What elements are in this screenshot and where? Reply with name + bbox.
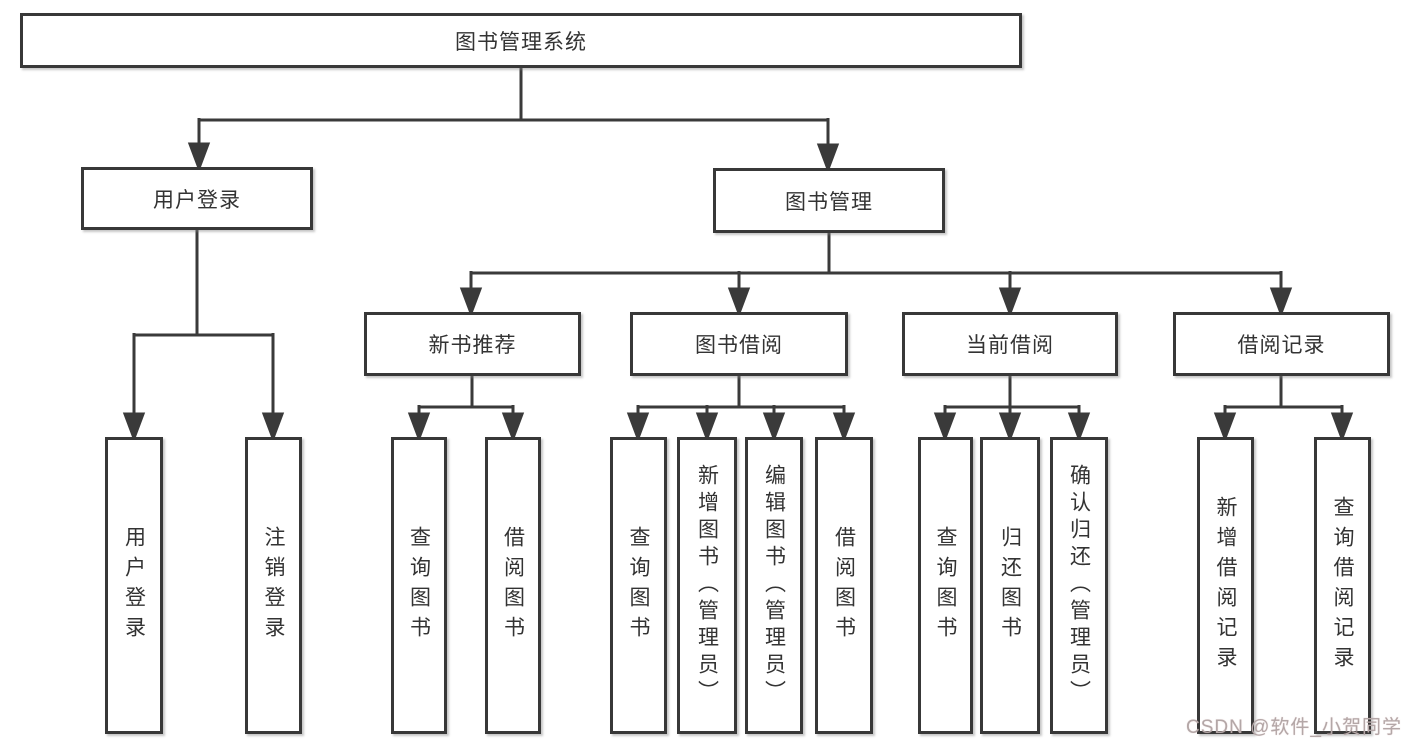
leaf-add-borrow-record: 新增借阅记录: [1197, 437, 1254, 734]
leaf-logout: 注销登录: [245, 437, 302, 734]
arrow-icon: [998, 412, 1022, 443]
watermark: CSDN @软件_小贺同学: [1186, 717, 1402, 738]
node-root-label: 图书管理系统: [455, 30, 587, 54]
leaf-query-book-borrow: 查询图书: [610, 437, 667, 734]
connector-new-book: [407, 376, 525, 443]
arrow-icon: [261, 412, 285, 443]
arrow-icon: [933, 412, 957, 443]
leaf-add-book-admin: 新增图书（管理员）: [677, 437, 737, 734]
node-book-mgmt: 图书管理: [713, 168, 945, 233]
connector-book-borrow: [626, 376, 856, 443]
arrow-icon: [1067, 412, 1091, 443]
node-current-borrow: 当前借阅: [902, 312, 1118, 376]
arrow-icon: [832, 412, 856, 443]
leaf-query-borrow-record: 查询借阅记录: [1314, 437, 1371, 734]
node-book-borrow: 图书借阅: [630, 312, 848, 376]
connector-user-login: [122, 230, 285, 443]
arrow-icon: [1330, 412, 1354, 443]
arrow-icon: [407, 412, 431, 443]
arrow-icon: [501, 412, 525, 443]
leaf-query-book-current: 查询图书: [918, 437, 973, 734]
arrow-icon: [727, 287, 751, 318]
connector-root: [187, 68, 840, 174]
node-new-book-recommend-label: 新书推荐: [428, 334, 517, 357]
node-book-mgmt-label: 图书管理: [785, 190, 873, 214]
node-root: 图书管理系统: [20, 13, 1022, 68]
arrow-icon: [998, 287, 1022, 318]
arrow-icon: [122, 412, 146, 443]
arrow-icon: [695, 412, 719, 443]
leaf-confirm-return-admin: 确认归还（管理员）: [1050, 437, 1108, 734]
connector-current-borrow: [933, 376, 1091, 443]
leaf-query-book-recommend: 查询图书: [391, 437, 447, 734]
node-borrow-record-label: 借阅记录: [1237, 334, 1326, 357]
leaf-borrow-book: 借阅图书: [815, 437, 873, 734]
connector-borrow-record: [1213, 376, 1354, 443]
leaf-edit-book-admin: 编辑图书（管理员）: [745, 437, 803, 734]
arrow-icon: [816, 143, 840, 174]
arrow-icon: [459, 287, 483, 318]
node-user-login: 用户登录: [81, 167, 313, 230]
node-new-book-recommend: 新书推荐: [364, 312, 581, 376]
node-user-login-label: 用户登录: [153, 188, 241, 212]
arrow-icon: [762, 412, 786, 443]
leaf-return-book: 归还图书: [980, 437, 1040, 734]
arrow-icon: [187, 142, 211, 173]
arrow-icon: [1213, 412, 1237, 443]
leaf-borrow-book-recommend: 借阅图书: [485, 437, 541, 734]
arrow-icon: [1269, 287, 1293, 318]
node-borrow-record: 借阅记录: [1173, 312, 1390, 376]
leaf-user-login: 用户登录: [105, 437, 163, 734]
node-book-borrow-label: 图书借阅: [695, 334, 783, 357]
arrow-icon: [626, 412, 650, 443]
connector-book-mgmt: [459, 233, 1293, 318]
node-current-borrow-label: 当前借阅: [966, 334, 1054, 357]
